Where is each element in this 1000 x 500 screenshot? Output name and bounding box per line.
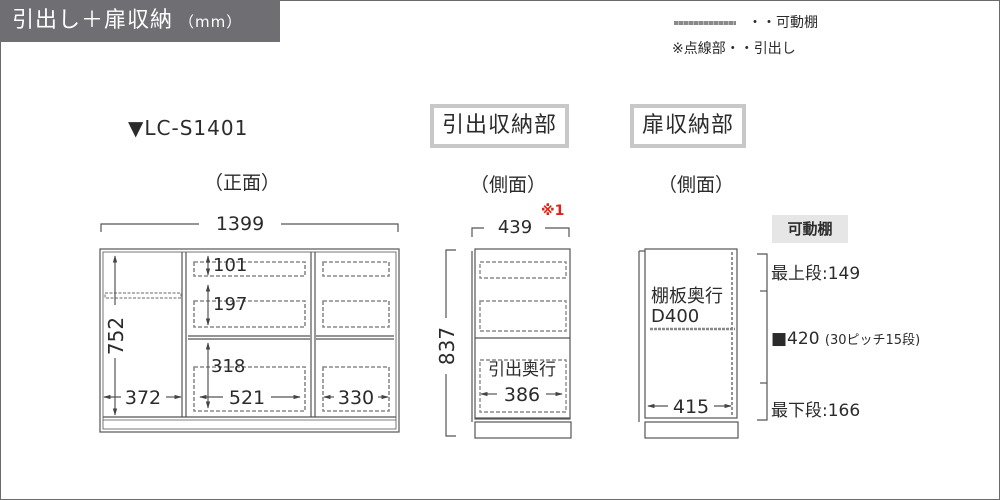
shelf-bottom-position: 最下段:166 — [771, 401, 861, 421]
front-height-dim: 752 — [104, 317, 128, 355]
title-tab: 引出し＋扉収納 （mm） — [0, 0, 280, 42]
right-inner-width-dim: 330 — [338, 387, 374, 409]
legend: ・・可動棚 ※点線部・・引出し — [672, 10, 818, 62]
shelf-top-position: 最上段:149 — [771, 264, 861, 284]
drawer-side-view — [445, 227, 572, 439]
depth-note-marker: ※1 — [541, 203, 564, 219]
legend-dotted-note-text: ※点線部・・引出し — [672, 41, 796, 57]
shelf-pitch-note: (30ピッチ15段) — [824, 333, 921, 348]
center-inner-width-dim: 521 — [229, 387, 265, 409]
drawer-mid-height-dim: 197 — [213, 294, 247, 315]
shelf-depth-label: 棚板奥行 — [651, 286, 723, 307]
drawer-section-title: 引出収納部 — [430, 104, 570, 148]
drawer-side-view-label: （側面） — [470, 174, 547, 196]
drawer-small-height-dim: 101 — [213, 255, 247, 276]
door-section-title: 扉収納部 — [630, 104, 747, 148]
dashed-line-swatch-icon — [674, 21, 736, 25]
movable-shelf-tag: 可動棚 — [772, 215, 848, 243]
shelf-depth-value: D400 — [651, 306, 699, 327]
shelf-range: ■420 (30ピッチ15段) — [771, 329, 920, 349]
left-inner-width-dim: 372 — [125, 387, 161, 409]
title-text: 引出し＋扉収納 — [12, 8, 174, 33]
door-inner-depth-dim: 415 — [673, 396, 709, 418]
legend-dotted-note: ※点線部・・引出し — [672, 36, 818, 62]
shelf-range-value: ■420 — [771, 329, 820, 349]
drawer-large-height-dim: 318 — [211, 356, 245, 377]
door-side-view-label: （側面） — [658, 174, 735, 196]
drawer-side-height-dim: 837 — [435, 327, 459, 365]
drawer-depth-dim: 386 — [504, 384, 540, 406]
drawer-depth-label: 引出奥行 — [488, 360, 556, 380]
front-width-dim: 1399 — [216, 213, 264, 235]
legend-movable-shelf-text: ・・可動棚 — [748, 15, 818, 31]
door-side-view — [638, 248, 768, 439]
title-unit: （mm） — [179, 13, 243, 31]
front-view-label: （正面） — [204, 172, 281, 194]
model-number: ▼LC-S1401 — [128, 116, 249, 140]
front-view — [99, 223, 400, 433]
legend-movable-shelf: ・・可動棚 — [672, 10, 818, 36]
drawer-side-depth-dim: 439 — [498, 217, 532, 238]
